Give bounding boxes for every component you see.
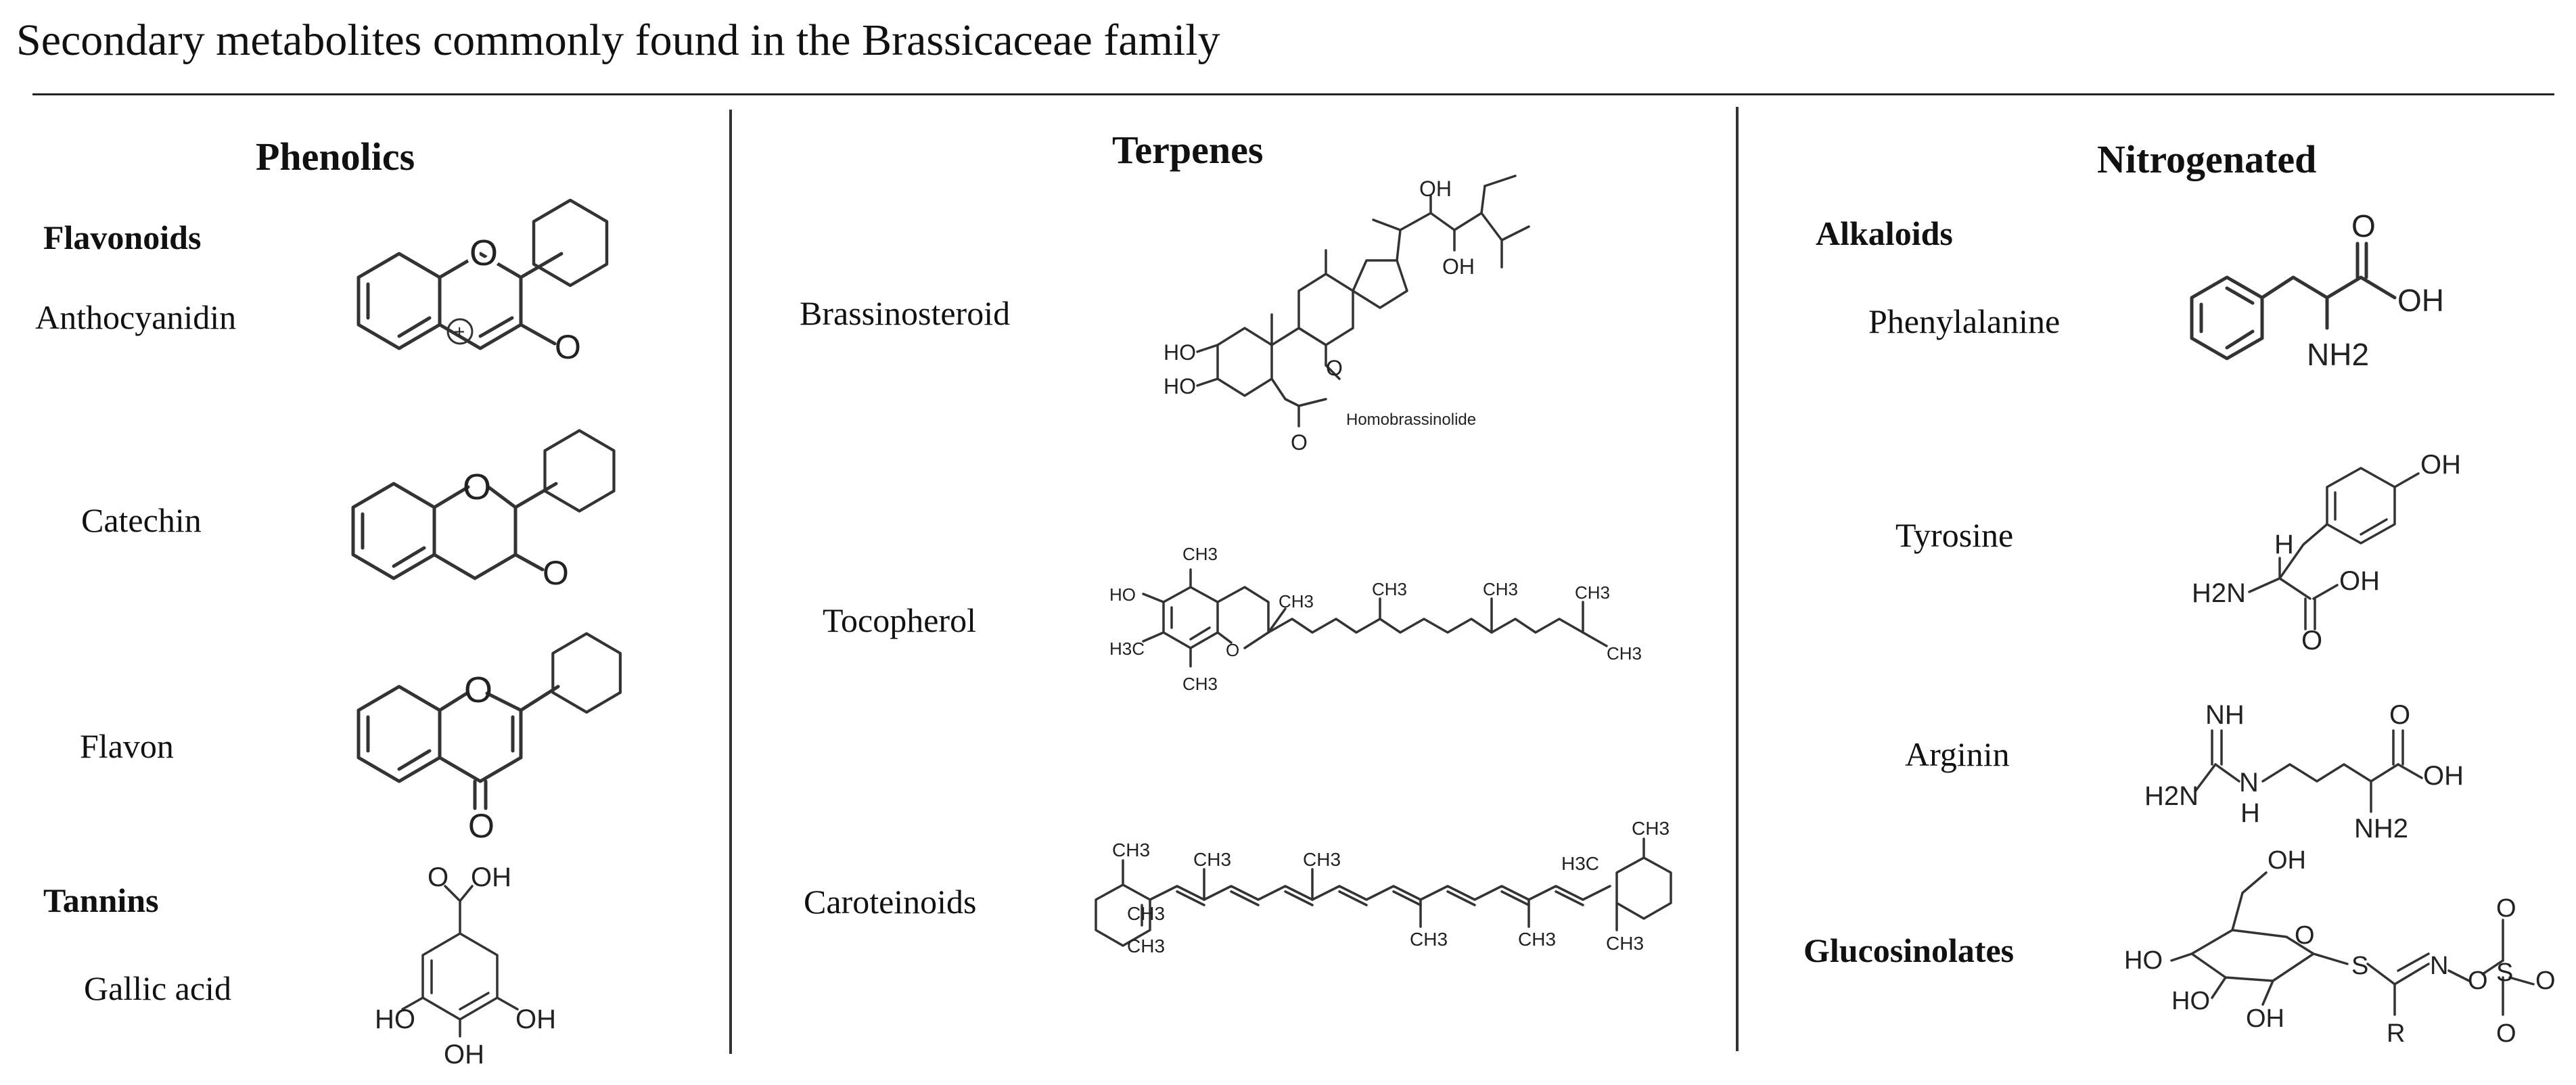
tyrosine-structure: OH H H2N OH O xyxy=(2192,450,2461,655)
thio-s: S xyxy=(2351,952,2368,980)
amine-nh2: NH2 xyxy=(2307,337,2369,372)
oh-lower: OH xyxy=(1442,254,1475,279)
phenylalanine-label: Phenylalanine xyxy=(1868,302,2061,340)
ch3-top: CH3 xyxy=(1182,544,1218,564)
caroteinoids-label: Caroteinoids xyxy=(804,883,977,921)
brassinosteroid-label: Brassinosteroid xyxy=(800,294,1011,332)
ch3-10: CH3 xyxy=(1606,933,1644,954)
carbonyl-oxygen: O xyxy=(468,807,495,845)
gallic-acid-label: Gallic acid xyxy=(84,969,231,1007)
anthocyanidin-label: Anthocyanidin xyxy=(35,298,237,336)
sulfate-o-right: O xyxy=(2535,967,2556,995)
amine-h2n: H2N xyxy=(2192,578,2246,608)
imine-nh: NH xyxy=(2205,700,2245,730)
ho-top: HO xyxy=(1164,340,1196,365)
acid-oh: OH xyxy=(2339,566,2380,596)
ch3-2: CH3 xyxy=(1127,903,1165,924)
phenol-oh: OH xyxy=(2420,450,2461,480)
ho-lower: HO xyxy=(2171,987,2210,1015)
catechin-label: Catechin xyxy=(81,501,202,539)
carbonyl-o: O xyxy=(2351,208,2376,244)
ch3-chain-2: CH3 xyxy=(1483,579,1518,599)
oxygen-label: O xyxy=(555,328,581,366)
ch3-3: CH3 xyxy=(1127,936,1165,956)
oh-bottom: OH xyxy=(2246,1005,2284,1033)
glucosinolates-label: Glucosinolates xyxy=(1803,931,2015,969)
ring-oxygen: O xyxy=(464,670,492,710)
guanidino-n: N xyxy=(2239,768,2259,798)
brassinosteroid-structure: HO HO O O OH OH Homobrassinolide xyxy=(1164,175,1530,455)
carbonyl-o: O xyxy=(1291,430,1308,455)
amine-h2n: H2N xyxy=(2144,781,2199,811)
flavon-structure: O O xyxy=(356,632,622,845)
ho-left: HO xyxy=(2124,946,2163,975)
ch3-chain-1: CH3 xyxy=(1372,579,1407,599)
alpha-nh2: NH2 xyxy=(2354,814,2408,844)
phenolics-heading: Phenolics xyxy=(256,135,415,179)
nitrogenated-heading: Nitrogenated xyxy=(2097,137,2317,181)
ch3-7: CH3 xyxy=(1518,929,1556,950)
catechin-structure: O O xyxy=(351,429,616,592)
h3c-left: H3C xyxy=(1109,639,1145,659)
tocopherol-label: Tocopherol xyxy=(823,601,976,639)
lactone-o: O xyxy=(1326,356,1343,380)
ch3-quaternary: CH3 xyxy=(1279,591,1314,611)
terpenes-heading: Terpenes xyxy=(1112,128,1264,172)
oxygen-label: O xyxy=(543,554,569,592)
ch3-4: CH3 xyxy=(1193,849,1231,870)
ch3-5: CH3 xyxy=(1303,849,1341,870)
ch3-1: CH3 xyxy=(1112,839,1150,860)
ch3-6: CH3 xyxy=(1410,929,1448,950)
oh-top: OH xyxy=(2268,846,2306,875)
flavon-label: Flavon xyxy=(80,727,174,765)
carbonyl-o: O xyxy=(2389,700,2410,730)
carbonyl-o: O xyxy=(2301,626,2322,655)
acid-oh: OH xyxy=(471,862,511,892)
column-divider-left xyxy=(729,110,732,1054)
anthocyanidin-structure: + O O O xyxy=(356,198,609,366)
ho-label: HO xyxy=(1109,584,1136,605)
oxime-n: N xyxy=(2430,952,2448,980)
oh-bottom: OH xyxy=(444,1040,484,1069)
ch3-terminal-2: CH3 xyxy=(1607,643,1642,664)
glucosinolate-structure: OH O HO HO OH S N O O S O O R xyxy=(2124,846,2556,1048)
h3c-9: H3C xyxy=(1561,853,1599,874)
guanidino-h: H xyxy=(2240,798,2260,828)
ho-bottom: HO xyxy=(1164,374,1196,398)
homobrassinolide-caption: Homobrassinolide xyxy=(1346,411,1476,429)
ring-oxygen: O xyxy=(469,233,498,273)
flavonoids-label: Flavonoids xyxy=(43,218,202,256)
sulfate-o-top: O xyxy=(2496,894,2516,923)
sulfur-s: S xyxy=(2496,959,2513,987)
alpha-h: H xyxy=(2274,530,2294,559)
svg-text:O: O xyxy=(469,233,498,273)
tyrosine-label: Tyrosine xyxy=(1895,516,2014,554)
ch3-8: CH3 xyxy=(1632,818,1670,839)
r-group: R xyxy=(2387,1019,2405,1048)
phenylalanine-structure: O OH NH2 xyxy=(2190,208,2444,372)
title-divider xyxy=(32,93,2554,95)
alkaloids-label: Alkaloids xyxy=(1816,214,1953,252)
figure-title: Secondary metabolites commonly found in … xyxy=(16,16,1220,65)
acid-oh: OH xyxy=(2397,283,2444,318)
ring-o: O xyxy=(1226,640,1239,660)
sulfate-o: O xyxy=(2468,967,2488,995)
tannins-label: Tannins xyxy=(43,881,159,919)
ch3-bottom: CH3 xyxy=(1182,674,1218,694)
caroteinoid-structure: CH3 CH3 CH3 CH3 CH3 CH3 CH3 CH3 H3C CH3 xyxy=(1095,818,1672,956)
column-divider-right xyxy=(1736,107,1739,1051)
oh-upper: OH xyxy=(1419,177,1452,201)
arginine-structure: NH H2N N H O OH NH2 xyxy=(2144,700,2464,844)
gallic-acid-structure: O OH HO OH OH xyxy=(375,862,556,1069)
tocopherol-structure: HO CH3 H3C CH3 O CH3 CH3 CH3 CH3 CH3 xyxy=(1109,544,1642,694)
plus-charge: + xyxy=(454,321,465,342)
ring-oxygen: O xyxy=(463,467,491,507)
arginin-label: Arginin xyxy=(1905,735,2010,773)
ch3-terminal-1: CH3 xyxy=(1575,582,1610,603)
oh-right: OH xyxy=(515,1005,556,1034)
oh-left: HO xyxy=(375,1005,415,1034)
sulfate-o-bottom: O xyxy=(2496,1019,2516,1048)
ring-o: O xyxy=(2295,921,2315,950)
acid-oh: OH xyxy=(2423,761,2464,791)
